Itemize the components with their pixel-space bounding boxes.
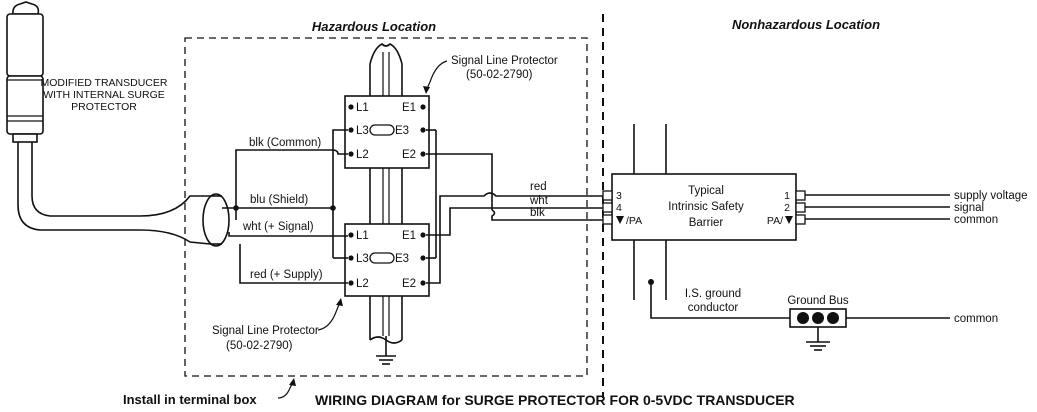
protector-bottom-l2: L2 xyxy=(356,278,369,290)
protector-bottom-leader xyxy=(317,301,341,331)
wire-label-supply: red (+ Supply) xyxy=(250,269,323,281)
output-wiring xyxy=(805,194,950,220)
wire-label-wht: wht xyxy=(529,195,549,207)
is-ground-conductor xyxy=(648,279,790,319)
protector-bottom-l1: L1 xyxy=(356,230,369,242)
transducer-label-line1: MODIFIED TRANSDUCER xyxy=(41,77,168,89)
protector-top-part: (50-02-2790) xyxy=(466,69,533,81)
transducer-label-line3: PROTECTOR xyxy=(71,101,137,113)
barrier-label-line3: Barrier xyxy=(689,217,724,229)
protector-bottom-part: (50-02-2790) xyxy=(226,340,293,352)
wire-label-red: red xyxy=(530,181,547,193)
output-label-common: common xyxy=(954,214,998,226)
protector-top-name: Signal Line Protector xyxy=(451,55,558,67)
middle-wiring xyxy=(426,129,604,284)
barrier-in-3: 3 xyxy=(616,190,622,202)
protector-top-l1: L1 xyxy=(356,102,369,114)
protector-top-e1: E1 xyxy=(402,102,416,114)
ground-bus-label: Ground Bus xyxy=(787,295,849,307)
barrier-out-ground-arrow xyxy=(785,216,793,224)
protector-bottom-e1: E1 xyxy=(402,230,416,242)
output-label-signal: signal xyxy=(954,202,984,214)
hazardous-location-label: Hazardous Location xyxy=(312,19,436,34)
protector-bottom-terminals: L1 E1 L3 E3 L2 E2 xyxy=(348,230,426,290)
barrier-out-1: 1 xyxy=(784,190,790,202)
barrier-label-line1: Typical xyxy=(688,185,724,197)
install-note-leader xyxy=(277,381,294,399)
barrier-rail xyxy=(633,124,667,300)
ground-symbol-bus xyxy=(806,327,830,351)
protector-bottom-e3: E3 xyxy=(395,253,409,265)
transducer-label-line2: WITH INTERNAL SURGE xyxy=(43,89,165,101)
protector-top-leader xyxy=(425,60,448,92)
protector-bottom-l3: L3 xyxy=(356,253,369,265)
barrier-in-ground-arrow xyxy=(616,216,624,224)
protector-top-e3: E3 xyxy=(395,125,409,137)
barrier-out-2: 2 xyxy=(784,202,790,214)
protector-bottom-name: Signal Line Protector xyxy=(212,325,319,337)
protector-bottom-e2: E2 xyxy=(402,278,416,290)
protector-top-e2: E2 xyxy=(402,149,416,161)
wire-label-common: blk (Common) xyxy=(249,137,321,149)
transducer xyxy=(6,1,44,143)
left-wiring xyxy=(222,129,348,284)
ground-conductor-label-line1: I.S. ground xyxy=(685,288,741,300)
barrier-in-pa: /PA xyxy=(626,215,642,227)
hazardous-zone-boundary xyxy=(184,37,588,377)
diagram-title: WIRING DIAGRAM for SURGE PROTECTOR FOR 0… xyxy=(315,392,795,408)
ground-symbol-rail xyxy=(376,336,396,365)
is-barrier xyxy=(611,173,797,241)
wire-label-signal: wht (+ Signal) xyxy=(242,221,314,233)
wire-label-blk: blk xyxy=(530,207,545,219)
install-note: Install in terminal box xyxy=(123,392,257,407)
ground-conductor-label-line2: conductor xyxy=(688,302,739,314)
barrier-in-4: 4 xyxy=(616,202,622,214)
mounting-rail xyxy=(369,43,403,344)
output-label-supply-voltage: supply voltage xyxy=(954,190,1028,202)
nonhazardous-location-label: Nonhazardous Location xyxy=(732,17,880,32)
protector-top-l2: L2 xyxy=(356,149,369,161)
protector-top-l3: L3 xyxy=(356,125,369,137)
barrier-out-pa: PA/ xyxy=(767,215,783,227)
ground-bus-common-label: common xyxy=(954,313,998,325)
wire-label-shield: blu (Shield) xyxy=(250,194,308,206)
protector-top-terminals: L1 E1 L3 E3 L2 E2 xyxy=(348,102,426,161)
barrier-label-line2: Intrinsic Safety xyxy=(668,201,744,213)
transducer-cable xyxy=(17,142,230,247)
